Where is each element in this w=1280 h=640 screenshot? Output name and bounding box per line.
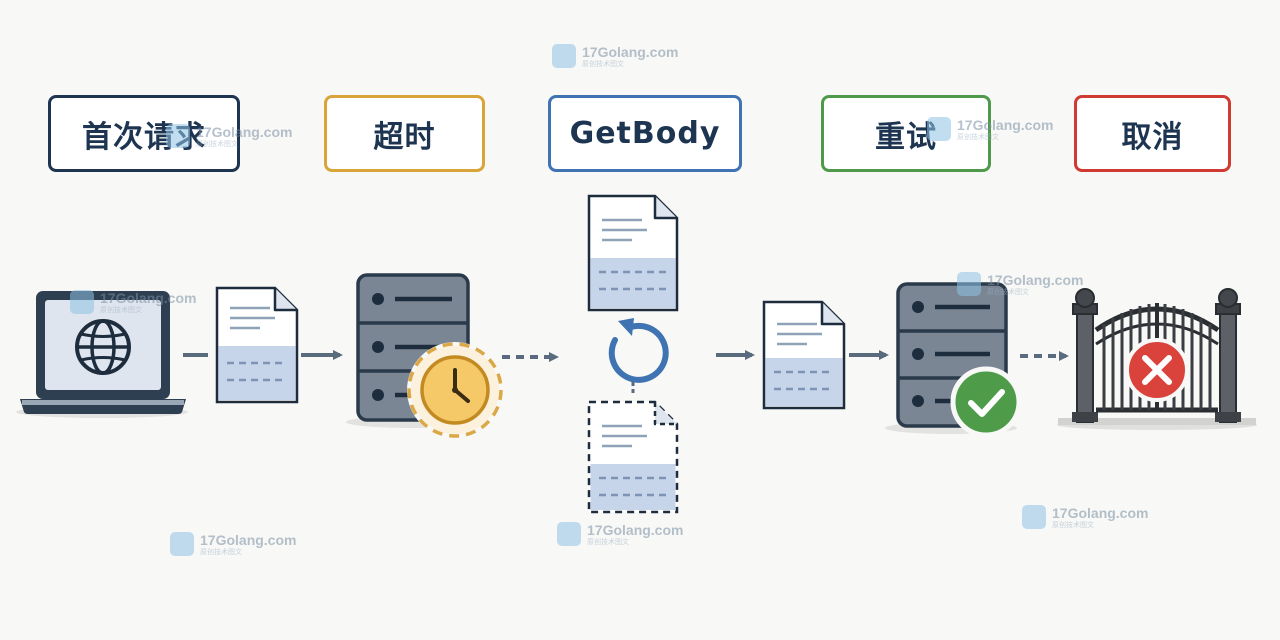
- document-icon: [215, 286, 299, 404]
- refresh-icon: [608, 318, 669, 396]
- step-label-first-request: 首次请求: [48, 95, 240, 172]
- step-label-timeout: 超时: [324, 95, 485, 172]
- step-label-getbody: GetBody: [548, 95, 742, 172]
- document-copy-icon: [587, 400, 679, 514]
- document-icon: [587, 194, 679, 312]
- server-check-icon: [885, 282, 1022, 438]
- gate-cancel-icon: [1057, 288, 1257, 430]
- clock-icon: [407, 342, 503, 438]
- laptop-globe-icon: [16, 291, 188, 418]
- document-icon: [762, 300, 846, 410]
- step-label-cancel: 取消: [1074, 95, 1231, 172]
- step-label-retry: 重试: [821, 95, 991, 172]
